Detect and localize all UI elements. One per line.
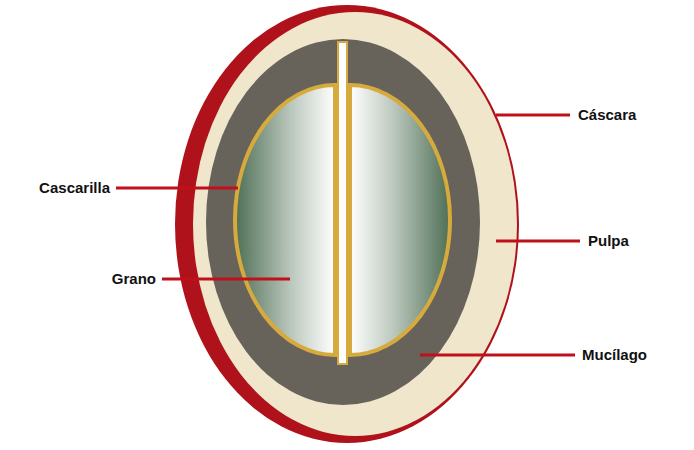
divider xyxy=(338,42,347,364)
skin xyxy=(175,5,519,443)
leader-line xyxy=(496,240,580,243)
part-label: Cascarilla xyxy=(39,179,110,197)
leader-line xyxy=(496,114,570,117)
bean-left xyxy=(235,85,335,355)
leader-lines xyxy=(116,115,580,355)
part-label: Mucílago xyxy=(582,346,647,364)
leader-line xyxy=(162,278,290,281)
pulp xyxy=(193,12,517,436)
part-label: Cáscara xyxy=(578,106,636,124)
part-label: Pulpa xyxy=(588,232,629,250)
mucilage xyxy=(206,39,480,405)
leader-line xyxy=(116,187,238,190)
bean-right xyxy=(350,85,450,355)
part-label: Grano xyxy=(112,270,156,288)
leader-line xyxy=(420,354,575,357)
